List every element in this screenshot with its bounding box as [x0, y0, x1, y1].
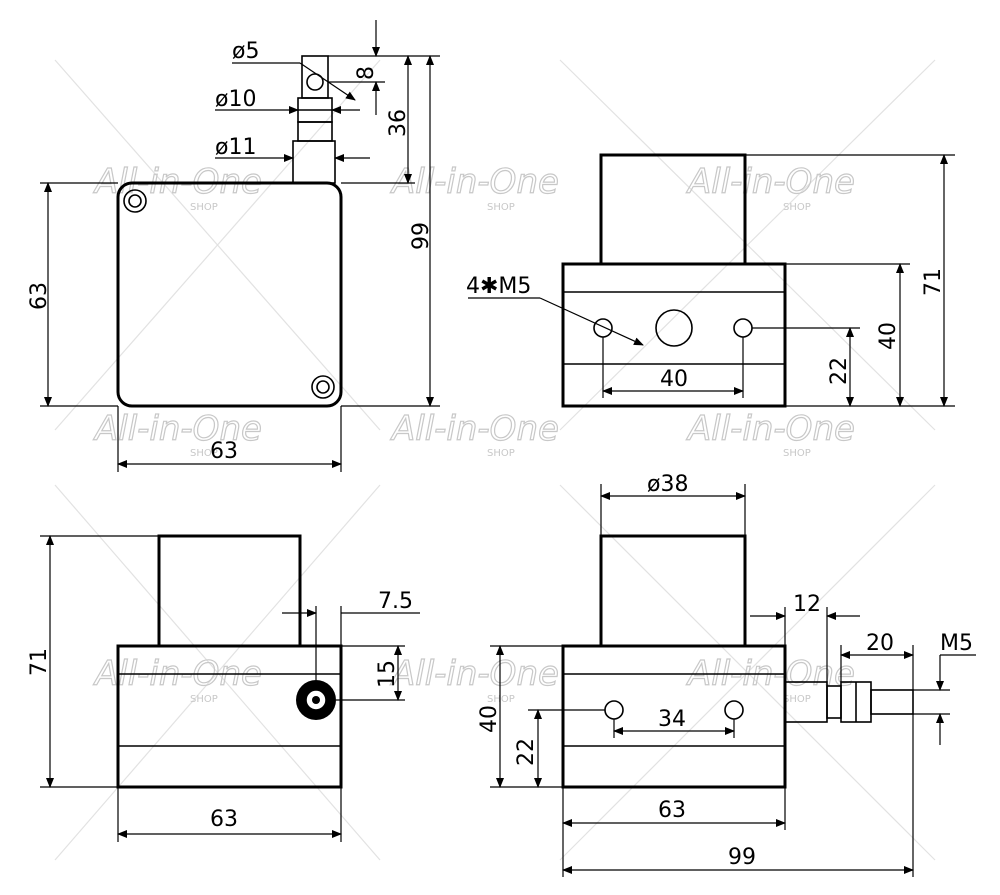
side-body: [116, 644, 343, 789]
dim-bl-15: 15: [375, 660, 400, 688]
outlet-collar: [297, 121, 333, 142]
dim-front-width-63: 63: [210, 439, 238, 464]
watermark-brand: All-in-One: [686, 409, 855, 449]
mount-hole-top-left: [123, 189, 147, 213]
dim-total-height-99: 99: [409, 222, 434, 250]
dim-hole-spacing-40: 40: [660, 367, 688, 392]
dim-side-40: 40: [876, 322, 901, 350]
m5-hole-right: [733, 318, 753, 338]
side-body: [561, 262, 787, 408]
outlet-tip: [301, 55, 329, 99]
dim-br-99: 99: [728, 845, 756, 870]
dim-br-m5: M5: [940, 631, 973, 656]
m5-hole-right: [724, 700, 744, 720]
watermark-sub: SHOP: [190, 448, 218, 459]
dim-eye-8: 8: [354, 66, 379, 80]
dim-br-12: 12: [793, 592, 821, 617]
watermark-brand: All-in-One: [390, 654, 559, 694]
dim-br-40: 40: [477, 705, 502, 733]
label-holes-m5: 4✱M5: [466, 274, 531, 299]
dim-br-63: 63: [658, 798, 686, 823]
dim-side-71: 71: [921, 268, 946, 296]
watermark-brand: All-in-One: [390, 162, 559, 202]
dim-br-diameter-38: ø38: [647, 472, 688, 497]
dim-br-22: 22: [514, 738, 539, 766]
watermark-brand: All-in-One: [686, 162, 855, 202]
outlet-base: [292, 140, 336, 184]
side-view-top: 71 40 22 40 4✱M5: [466, 153, 955, 408]
m5-hole-left: [604, 700, 624, 720]
dim-front-height-63: 63: [27, 282, 52, 310]
dim-diameter-10: ø10: [215, 87, 256, 112]
watermark-sub: SHOP: [487, 448, 515, 459]
watermark: All-in-One SHOP All-in-One SHOP All-in-O…: [92, 161, 855, 705]
side-view-bottom-left: 71 63 7.5 15: [27, 534, 420, 842]
outlet-tip: [870, 689, 914, 715]
m5-hole-left: [593, 318, 613, 338]
watermark-sub: SHOP: [190, 694, 218, 705]
watermark-sub: SHOP: [487, 202, 515, 213]
dim-bl-63: 63: [210, 807, 238, 832]
dim-diameter-5: ø5: [232, 39, 259, 64]
front-view: 63 63 99 36 8 ø5 ø10 ø11: [27, 20, 440, 472]
dim-br-34: 34: [658, 707, 686, 732]
dim-outlet-36: 36: [386, 109, 411, 137]
dim-bl-71: 71: [27, 648, 52, 676]
watermark-sub: SHOP: [190, 202, 218, 213]
dim-bl-7-5: 7.5: [378, 589, 413, 614]
dim-br-20: 20: [866, 631, 894, 656]
watermark-sub: SHOP: [783, 694, 811, 705]
watermark-sub: SHOP: [487, 694, 515, 705]
watermark-sub: SHOP: [783, 202, 811, 213]
drum-housing: [599, 534, 747, 648]
watermark-brand: All-in-One: [93, 409, 262, 449]
watermark-sub: SHOP: [783, 448, 811, 459]
dim-side-22: 22: [827, 357, 852, 385]
dim-diameter-11: ø11: [215, 135, 256, 160]
front-body: [116, 181, 343, 408]
watermark-brand: All-in-One: [390, 409, 559, 449]
center-hole: [655, 309, 693, 347]
wire-eye-hole: [306, 73, 324, 91]
side-view-bottom-right: ø38 12 20 M5 34 40 22 63 99: [477, 472, 976, 877]
mount-hole-bottom-right: [311, 375, 335, 399]
